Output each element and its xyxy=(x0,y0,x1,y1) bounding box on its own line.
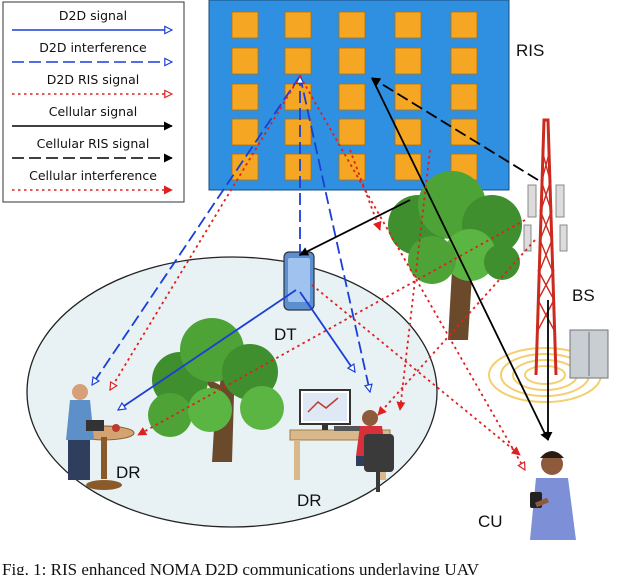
cellular-signal-ris-to-cu xyxy=(371,77,549,441)
tree-right-icon xyxy=(388,171,522,340)
cellular-int-dt-to-cu xyxy=(311,284,521,456)
ris-element-2-4 xyxy=(450,83,478,111)
dt-label: DT xyxy=(274,325,297,344)
ris-element-3-3 xyxy=(394,118,422,146)
ris-element-1-3 xyxy=(394,47,422,75)
figure-caption: Fig. 1: RIS enhanced NOMA D2D communicat… xyxy=(2,560,480,575)
d2d-ris-link-left xyxy=(91,75,301,385)
ris-element-4-1 xyxy=(284,153,312,181)
cu-label: CU xyxy=(478,512,503,531)
cellular-int-ris-to-dr-right xyxy=(396,149,431,411)
signal-links xyxy=(91,75,553,470)
legend-label-3: Cellular signal xyxy=(49,104,138,119)
ris-element-3-1 xyxy=(284,118,312,146)
d2d-ris-link-right xyxy=(299,75,370,392)
cellular-ris-bs-to-ris xyxy=(371,77,539,181)
ris-element-2-2 xyxy=(338,83,366,111)
ris-element-0-4 xyxy=(450,11,478,39)
ris-element-3-2 xyxy=(338,118,366,146)
dr-right-label: DR xyxy=(297,491,322,510)
ris-element-3-0 xyxy=(231,118,259,146)
ris-element-4-3 xyxy=(394,153,422,181)
bs-label: BS xyxy=(572,286,595,305)
d2d-red-ris-left xyxy=(109,75,301,390)
ris-element-2-0 xyxy=(231,83,259,111)
ris-element-0-1 xyxy=(284,11,312,39)
ris-element-1-2 xyxy=(338,47,366,75)
dr-left-label: DR xyxy=(116,463,141,482)
d2d-signal-dt-to-dr-left xyxy=(118,289,297,411)
cellular-int-bs-to-dr-left xyxy=(137,219,526,436)
legend-label-0: D2D signal xyxy=(59,8,127,23)
cellular-signal-bs-branch xyxy=(299,199,411,256)
legend-label-2: D2D RIS signal xyxy=(47,72,139,87)
legend-label-4: Cellular RIS signal xyxy=(37,136,150,151)
ris-element-0-0 xyxy=(231,11,259,39)
base-station-tower-icon xyxy=(488,118,609,403)
tree-center-icon xyxy=(148,318,284,462)
legend-label-5: Cellular interference xyxy=(29,168,157,183)
ris-element-4-2 xyxy=(338,153,366,181)
legend-label-1: D2D interference xyxy=(39,40,147,55)
d2d-signal-dt-to-dr-right xyxy=(299,291,356,372)
ris-element-1-1 xyxy=(284,47,312,75)
ris-panel xyxy=(208,0,510,191)
ris-label: RIS xyxy=(516,41,544,60)
dr-right-user-icon xyxy=(289,389,394,492)
ris-element-1-4 xyxy=(450,47,478,75)
ris-element-0-2 xyxy=(338,11,366,39)
dt-phone-icon xyxy=(283,251,315,311)
ris-element-1-0 xyxy=(231,47,259,75)
d2d-red-ris-cu xyxy=(299,75,526,470)
cu-user-icon xyxy=(530,451,576,540)
ris-element-0-3 xyxy=(394,11,422,39)
dr-left-user-icon xyxy=(66,384,135,490)
ris-element-4-0 xyxy=(231,153,259,181)
cellular-int-ris-down xyxy=(349,149,382,231)
